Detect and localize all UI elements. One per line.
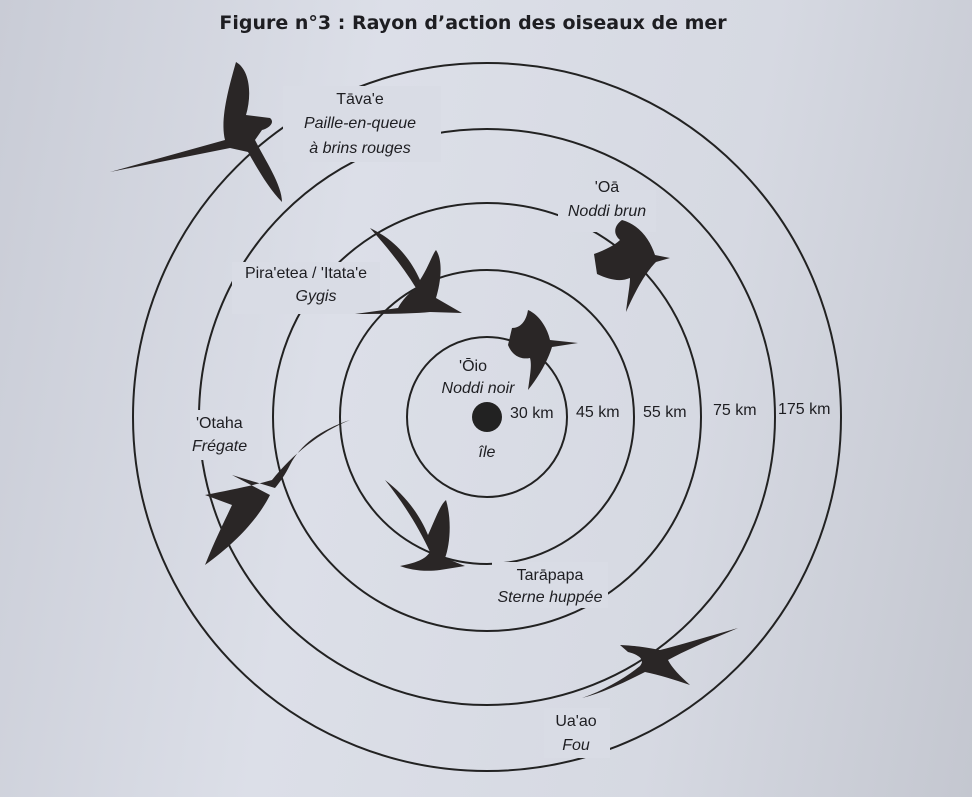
bird-name: Tarāpapa <box>517 567 584 584</box>
bird-label-oa: 'Oā Noddi brun <box>568 179 646 220</box>
bird-name: Tāva'e <box>336 91 384 108</box>
bird-common-name: à brins rouges <box>309 140 410 157</box>
bird-name: Pira'etea / 'Itata'e <box>245 265 367 282</box>
frigatebird-silhouette-icon <box>205 420 350 565</box>
bird-label-tavae: Tāva'e Paille-en-queue à brins rouges <box>304 91 416 157</box>
bird-name: 'Ōio <box>459 357 487 375</box>
label-mask <box>283 86 441 162</box>
label-mask <box>558 190 656 232</box>
ring-45km <box>339 269 635 565</box>
distance-label: 175 km <box>778 401 830 418</box>
tropicbird-silhouette-icon <box>110 62 282 202</box>
figure-title: Figure n°3 : Rayon d’action des oiseaux … <box>219 12 727 34</box>
bird-label-uaao: Ua'ao Fou <box>555 713 596 754</box>
bird-name: 'Otaha <box>196 415 243 432</box>
bird-common-name: Paille-en-queue <box>304 115 416 132</box>
bird-common-name: Noddi noir <box>442 380 516 397</box>
bird-label-piraetea: Pira'etea / 'Itata'e Gygis <box>245 265 367 305</box>
bird-common-name: Noddi brun <box>568 203 646 220</box>
label-mask <box>544 708 610 758</box>
island-label: île <box>479 444 496 461</box>
island-dot <box>472 402 502 432</box>
bird-common-name: Fou <box>562 737 590 754</box>
bird-label-tarapapa: Tarāpapa Sterne huppée <box>498 567 603 606</box>
black-noddy-silhouette-icon <box>508 310 578 390</box>
brown-noddy-silhouette-icon <box>594 220 670 312</box>
distance-label: 45 km <box>576 404 620 421</box>
bird-label-oio: 'Ōio Noddi noir <box>442 357 516 397</box>
distance-labels: 30 km 45 km 55 km 75 km 175 km <box>510 401 830 422</box>
ring-30km <box>406 336 568 498</box>
tern-silhouette-icon <box>355 228 462 314</box>
bird-name: Ua'ao <box>555 713 596 730</box>
crested-tern-silhouette-icon <box>385 480 465 571</box>
bird-label-otaha: 'Otaha Frégate <box>192 415 247 455</box>
bird-common-name: Gygis <box>296 288 337 305</box>
bird-name: 'Oā <box>595 179 620 196</box>
distance-label: 75 km <box>713 402 757 419</box>
label-mask <box>232 262 380 314</box>
booby-silhouette-icon <box>582 628 738 698</box>
label-mask <box>492 562 608 608</box>
ring-55km <box>272 202 702 632</box>
bird-common-name: Frégate <box>192 438 247 455</box>
distance-label: 30 km <box>510 405 554 422</box>
distance-label: 55 km <box>643 404 687 421</box>
bird-common-name: Sterne huppée <box>498 589 603 606</box>
ring-175km <box>132 62 842 772</box>
label-mask <box>190 410 262 460</box>
